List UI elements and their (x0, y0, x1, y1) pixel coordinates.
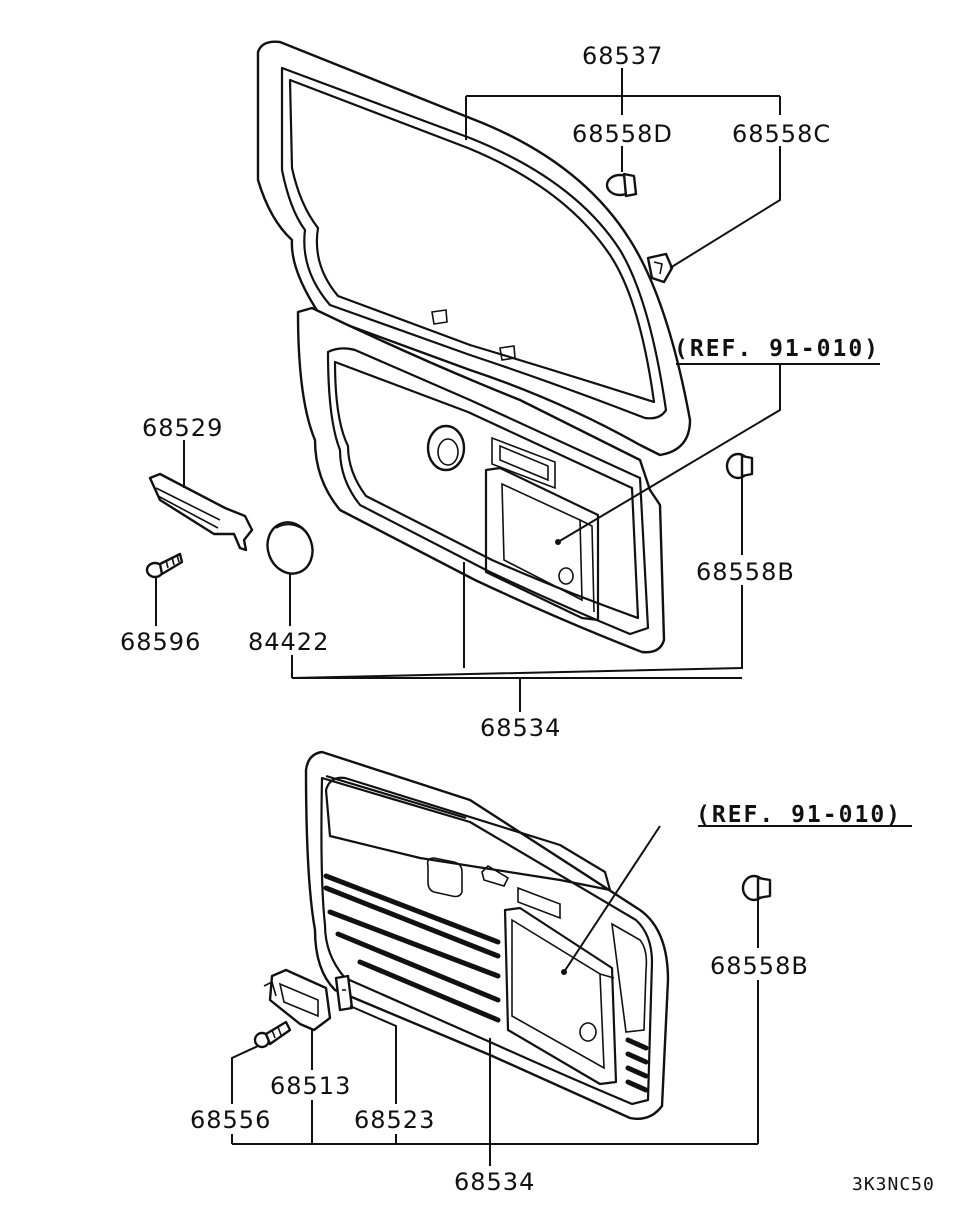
screw-68556 (253, 1020, 292, 1049)
clip-68558D (605, 172, 638, 198)
diagram-code: 3K3NC50 (852, 1174, 935, 1195)
label-68596: 68596 (120, 628, 201, 656)
label-68534-upper: 68534 (480, 714, 561, 742)
label-68523: 68523 (354, 1106, 435, 1134)
window-garnish-68537 (256, 40, 692, 457)
door-trim-68534-upper (296, 306, 666, 654)
label-68558D: 68558D (572, 120, 673, 148)
screw-68596 (145, 552, 184, 579)
label-68534-lower: 68534 (454, 1168, 535, 1196)
clip-68558B-lower (741, 874, 772, 902)
label-68537: 68537 (582, 42, 663, 70)
plate-68523 (334, 974, 354, 1012)
label-ref-upper: (REF. 91-010) (674, 336, 880, 362)
label-84422: 84422 (248, 628, 329, 656)
label-68558C: 68558C (732, 120, 831, 148)
cap-84422 (266, 521, 314, 575)
clip-68558C (646, 252, 674, 284)
label-68558B-upper: 68558B (696, 558, 795, 586)
label-68556: 68556 (190, 1106, 271, 1134)
leader-lines (155, 68, 912, 1166)
door-trim-68534-lower (304, 750, 670, 1120)
label-68529: 68529 (142, 414, 223, 442)
label-ref-lower: (REF. 91-010) (696, 802, 902, 828)
clip-68558B-upper (725, 452, 754, 480)
label-68558B-lower: 68558B (710, 952, 809, 980)
label-68513: 68513 (270, 1072, 351, 1100)
pull-handle-68529 (148, 472, 254, 552)
bezel-68513 (263, 968, 332, 1032)
